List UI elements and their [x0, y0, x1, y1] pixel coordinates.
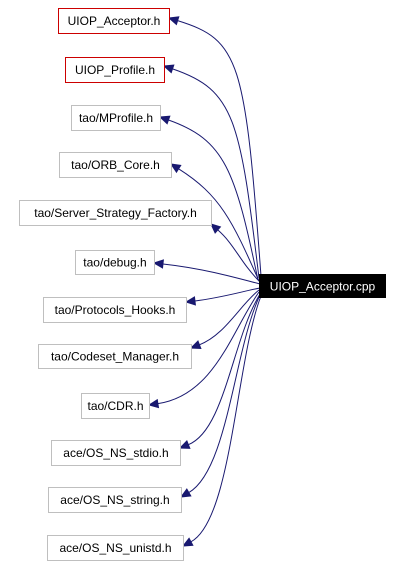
include-node-uiop-acceptor-h[interactable]: UIOP_Acceptor.h: [58, 8, 170, 34]
include-node-uiop-profile-h[interactable]: UIOP_Profile.h: [65, 57, 165, 83]
node-label: tao/MProfile.h: [79, 111, 153, 125]
node-label: ace/OS_NS_string.h: [60, 493, 169, 507]
include-edge-tao-orb-core-h: [178, 168, 260, 282]
include-edge-tao-server-strategy-factory-h: [217, 229, 261, 283]
node-label: UIOP_Profile.h: [75, 63, 155, 77]
source-node-label: UIOP_Acceptor.cpp: [270, 280, 376, 294]
include-edge-tao-protocols-hooks-h: [194, 287, 261, 302]
arrowhead-tao-protocols-hooks-h: [184, 296, 196, 306]
edge-layer: [147, 16, 262, 547]
include-node-tao-protocols-hooks-h[interactable]: tao/Protocols_Hooks.h: [43, 297, 187, 323]
include-node-tao-cdr-h[interactable]: tao/CDR.h: [81, 393, 150, 419]
arrowhead-tao-orb-core-h: [169, 163, 182, 174]
node-box: [81, 393, 150, 419]
include-node-ace-os-ns-string-h[interactable]: ace/OS_NS_string.h: [48, 487, 182, 513]
arrowhead-ace-os-ns-string-h: [179, 488, 192, 498]
arrowhead-tao-codeset-manager-h: [189, 340, 202, 350]
source-node[interactable]: UIOP_Acceptor.cpp: [259, 274, 386, 298]
include-node-ace-os-ns-stdio-h[interactable]: ace/OS_NS_stdio.h: [51, 440, 181, 466]
node-box: [19, 200, 212, 226]
node-label: tao/CDR.h: [87, 399, 143, 413]
node-label: tao/debug.h: [83, 256, 146, 270]
include-edge-tao-mprofile-h: [168, 119, 259, 281]
node-label: tao/Server_Strategy_Factory.h: [34, 206, 197, 220]
node-box: [58, 8, 170, 34]
arrowhead-tao-mprofile-h: [158, 115, 171, 125]
node-box: [47, 535, 184, 561]
include-edge-ace-os-ns-unistd-h: [190, 295, 262, 543]
include-node-ace-os-ns-unistd-h[interactable]: ace/OS_NS_unistd.h: [47, 535, 184, 561]
include-edge-uiop-acceptor-h: [177, 20, 262, 277]
node-box: [43, 297, 187, 323]
include-edge-tao-cdr-h: [157, 291, 260, 405]
node-label: UIOP_Acceptor.h: [68, 14, 161, 28]
source-node-box: [259, 274, 386, 298]
node-box: [38, 344, 192, 369]
include-node-tao-codeset-manager-h[interactable]: tao/Codeset_Manager.h: [38, 344, 192, 369]
arrowhead-tao-server-strategy-factory-h: [210, 223, 222, 234]
arrowhead-uiop-profile-h: [162, 64, 175, 74]
node-label: ace/OS_NS_stdio.h: [63, 446, 168, 460]
arrowhead-uiop-acceptor-h: [167, 16, 180, 26]
node-box: [75, 250, 155, 275]
node-box: [51, 440, 181, 466]
arrowhead-ace-os-ns-unistd-h: [181, 537, 194, 547]
node-box: [65, 57, 165, 83]
node-label: tao/Codeset_Manager.h: [51, 350, 179, 364]
include-edge-uiop-profile-h: [172, 68, 260, 279]
node-box: [48, 487, 182, 513]
node-box: [71, 105, 161, 131]
node-label: tao/ORB_Core.h: [71, 158, 160, 172]
arrowhead-tao-cdr-h: [147, 398, 160, 409]
include-edge-tao-debug-h: [162, 263, 261, 285]
include-node-tao-orb-core-h[interactable]: tao/ORB_Core.h: [59, 152, 172, 178]
node-label: ace/OS_NS_unistd.h: [59, 541, 171, 555]
include-edge-ace-os-ns-stdio-h: [188, 293, 261, 446]
include-edge-tao-codeset-manager-h: [199, 289, 260, 346]
include-edge-ace-os-ns-string-h: [188, 294, 261, 493]
arrowhead-tao-debug-h: [152, 259, 164, 269]
node-box: [59, 152, 172, 178]
include-node-tao-debug-h[interactable]: tao/debug.h: [75, 250, 155, 275]
include-node-tao-server-strategy-factory-h[interactable]: tao/Server_Strategy_Factory.h: [19, 200, 212, 226]
node-label: tao/Protocols_Hooks.h: [55, 303, 176, 317]
include-node-tao-mprofile-h[interactable]: tao/MProfile.h: [71, 105, 161, 131]
arrowhead-ace-os-ns-stdio-h: [178, 440, 191, 449]
